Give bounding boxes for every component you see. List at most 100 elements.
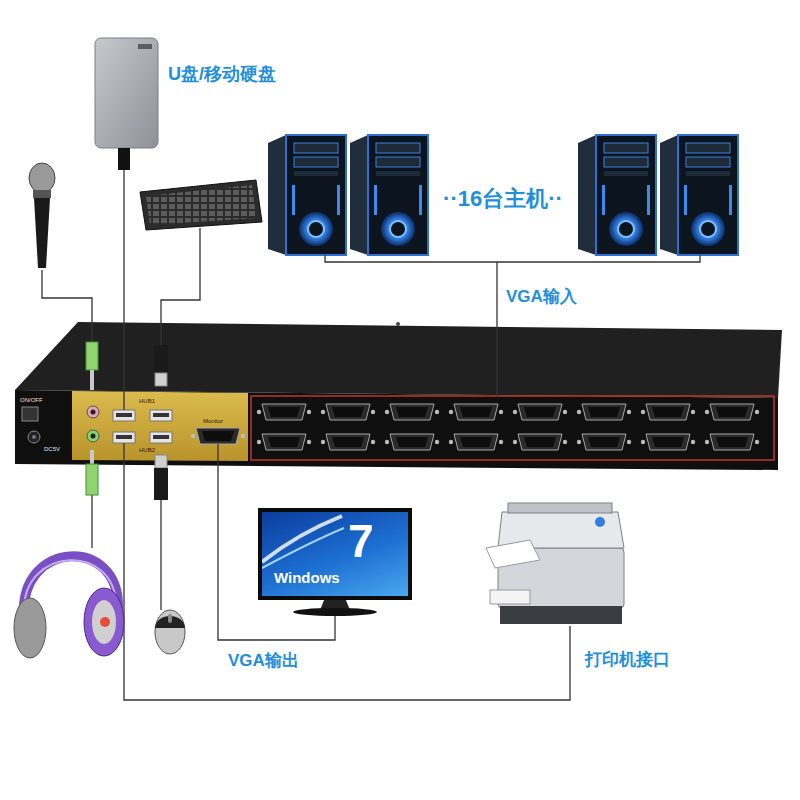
signal-label: VGA输入	[506, 287, 577, 307]
usb-plug	[154, 468, 168, 500]
printer	[486, 540, 540, 568]
keyboard	[146, 185, 256, 225]
host-computers	[350, 135, 428, 255]
screen-text: 7	[348, 518, 374, 564]
usb-plug	[155, 455, 167, 468]
headphones	[14, 556, 124, 658]
kvm-chassis	[385, 434, 439, 450]
kvm-chassis	[321, 404, 375, 420]
kvm-chassis	[257, 434, 311, 450]
kvm-chassis	[153, 435, 169, 439]
kvm-chassis	[32, 435, 36, 439]
kvm-chassis	[641, 404, 695, 420]
kvm-chassis	[15, 322, 782, 470]
kvm-chassis	[513, 404, 567, 420]
usb-plug	[86, 342, 168, 500]
kvm-chassis	[449, 434, 503, 450]
microphone	[34, 198, 50, 268]
usb-plug	[86, 464, 98, 495]
usb-drive	[118, 148, 130, 170]
port-label: Monitor	[203, 418, 223, 424]
screen-swoosh	[262, 516, 342, 562]
keyboard	[140, 180, 262, 230]
kvm-chassis	[150, 432, 172, 443]
usb-plug	[154, 345, 168, 373]
port-label: HUB1	[139, 398, 155, 404]
kvm-chassis	[449, 404, 503, 420]
port-label: HUB2	[139, 447, 155, 453]
microphone	[29, 163, 55, 268]
kvm-chassis	[150, 410, 172, 421]
printer	[500, 606, 622, 624]
kvm-chassis	[396, 322, 400, 326]
kvm-chassis	[705, 404, 759, 420]
mouse	[155, 610, 185, 654]
microphone	[29, 163, 55, 193]
kvm-chassis	[385, 404, 439, 420]
monitor-stand	[293, 608, 377, 616]
mouse	[155, 610, 185, 654]
host-computers	[268, 135, 738, 255]
kvm-chassis	[72, 391, 248, 461]
usb-plug	[86, 342, 98, 370]
usb-drive	[95, 38, 158, 148]
screen-swoosh	[262, 528, 344, 568]
kvm-chassis	[513, 434, 567, 450]
kvm-chassis	[641, 434, 695, 450]
kvm-chassis	[577, 404, 631, 420]
monitor-stand	[293, 598, 377, 616]
kvm-chassis	[87, 406, 99, 418]
host-computers	[660, 135, 738, 255]
usb-plug	[90, 450, 94, 464]
kvm-chassis	[15, 322, 782, 398]
usb-drive	[95, 38, 158, 170]
cable	[161, 228, 200, 345]
kvm-chassis	[113, 410, 135, 421]
headphones	[100, 617, 110, 627]
kvm-chassis	[91, 434, 96, 439]
kvm-chassis	[191, 428, 245, 444]
kvm-front-panel: ON/OFF DC5V HUB1HUB2 Monitor	[15, 390, 778, 466]
microphone	[33, 190, 51, 198]
kvm-chassis	[153, 413, 169, 417]
mouse	[168, 614, 172, 623]
kvm-chassis	[28, 431, 40, 443]
kvm-chassis	[91, 410, 96, 415]
headphones	[14, 598, 46, 658]
printer	[595, 517, 605, 527]
cable	[325, 255, 700, 262]
host-computers	[268, 135, 346, 255]
screen-text: Windows	[274, 570, 340, 585]
host-count-label: ··16台主机··	[443, 186, 563, 211]
cable	[42, 270, 92, 342]
signal-label: VGA输出	[226, 651, 301, 671]
printer	[490, 590, 530, 604]
headphones	[84, 588, 124, 656]
port-label: DC5V	[44, 446, 60, 452]
kvm-chassis	[116, 435, 132, 439]
kvm-chassis	[321, 434, 375, 450]
usb-plug	[90, 370, 94, 390]
kvm-chassis	[251, 396, 774, 460]
usb-plug	[155, 373, 167, 386]
device-caption: U盘/移动硬盘	[168, 64, 276, 85]
kvm-chassis	[113, 432, 135, 443]
cable	[217, 444, 218, 466]
monitor-screen: Windows 7	[258, 508, 412, 600]
usb-drive	[138, 44, 152, 49]
kvm-chassis	[22, 407, 38, 421]
headphones	[92, 600, 116, 644]
kvm-chassis	[257, 404, 311, 420]
printer	[486, 503, 624, 624]
cable	[496, 262, 497, 396]
port-caption: 打印机接口	[585, 650, 670, 670]
cable	[123, 170, 124, 410]
port-label: ON/OFF	[20, 397, 43, 403]
cable	[160, 500, 161, 610]
kvm-chassis	[87, 430, 99, 442]
cable	[42, 170, 700, 700]
cable	[91, 495, 92, 548]
kvm-chassis	[577, 434, 631, 450]
